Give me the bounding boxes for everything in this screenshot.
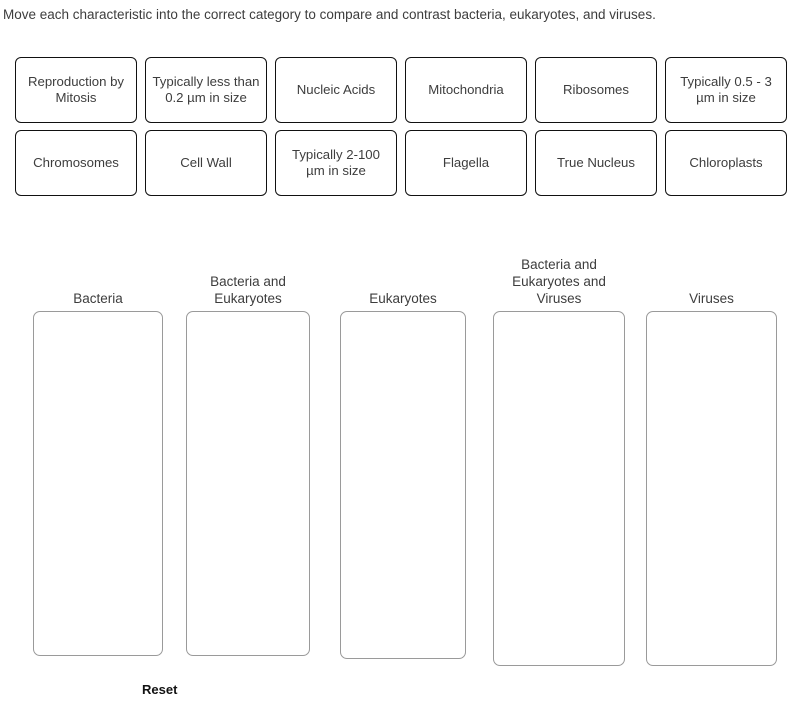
characteristic-card[interactable]: Typically 0.5 - 3 µm in size	[665, 57, 787, 123]
category-column-eukaryotes: Eukaryotes	[340, 291, 466, 659]
category-label: Bacteria and Eukaryotes and Viruses	[512, 257, 606, 306]
characteristic-card[interactable]: Cell Wall	[145, 130, 267, 196]
category-column-bacteria-and-eukaryotes: Bacteria and Eukaryotes	[186, 274, 310, 656]
category-dropzone[interactable]	[340, 311, 466, 659]
category-dropzone[interactable]	[646, 311, 777, 666]
category-dropzone[interactable]	[493, 311, 625, 666]
category-dropzone[interactable]	[186, 311, 310, 656]
card-row-2: Chromosomes Cell Wall Typically 2-100 µm…	[15, 130, 795, 196]
characteristic-card[interactable]: Chloroplasts	[665, 130, 787, 196]
characteristic-card-tray: Reproduction by Mitosis Typically less t…	[15, 57, 795, 203]
category-column-bacteria-eukaryotes-and-viruses: Bacteria and Eukaryotes and Viruses	[493, 257, 625, 666]
category-label: Bacteria	[73, 291, 123, 306]
reset-button[interactable]: Reset	[142, 682, 178, 697]
characteristic-card[interactable]: Nucleic Acids	[275, 57, 397, 123]
characteristic-card[interactable]: Mitochondria	[405, 57, 527, 123]
card-row-1: Reproduction by Mitosis Typically less t…	[15, 57, 795, 123]
instruction-text: Move each characteristic into the correc…	[3, 7, 656, 22]
characteristic-card[interactable]: Flagella	[405, 130, 527, 196]
characteristic-card[interactable]: Typically less than 0.2 µm in size	[145, 57, 267, 123]
characteristic-card[interactable]: Ribosomes	[535, 57, 657, 123]
characteristic-card[interactable]: Reproduction by Mitosis	[15, 57, 137, 123]
characteristic-card[interactable]: Chromosomes	[15, 130, 137, 196]
category-dropzone[interactable]	[33, 311, 163, 656]
category-label: Bacteria and Eukaryotes	[210, 274, 286, 306]
category-label: Viruses	[689, 291, 734, 306]
characteristic-card[interactable]: True Nucleus	[535, 130, 657, 196]
category-column-viruses: Viruses	[646, 291, 777, 666]
category-column-bacteria: Bacteria	[33, 291, 163, 656]
category-label: Eukaryotes	[369, 291, 437, 306]
characteristic-card[interactable]: Typically 2-100 µm in size	[275, 130, 397, 196]
